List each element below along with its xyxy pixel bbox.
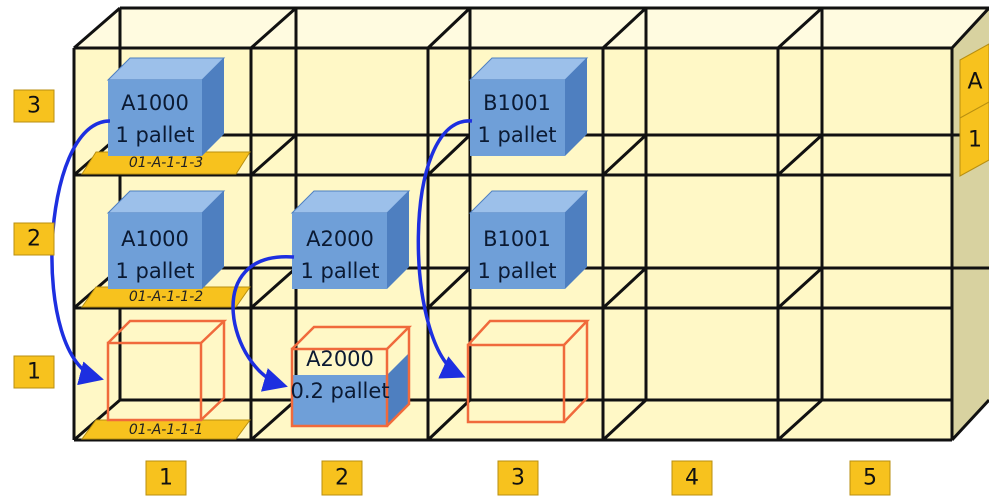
column-label-text: 2 [335, 466, 349, 491]
rack-side-letter: A [967, 70, 982, 95]
location-label-text: 01-A-1-1-2 [129, 289, 203, 305]
location-label-level-2: 01-A-1-1-2 [81, 286, 251, 308]
level-label-1: 1 [13, 355, 55, 389]
box-label-id: B1001 [483, 227, 551, 251]
level-labels: 3 2 1 [13, 89, 55, 389]
empty-slot-col3-level1 [466, 319, 590, 424]
level-label-text: 1 [27, 360, 41, 385]
box-label-id: A2000 [306, 227, 374, 251]
pallet-box-col3-level2: B1001 1 pallet [468, 190, 589, 289]
location-label-text: 01-A-1-1-1 [129, 422, 203, 438]
location-label-level-1: 01-A-1-1-1 [81, 419, 251, 440]
rack-side-label: A 1 [959, 43, 989, 177]
rack-front-frame [72, 46, 954, 442]
pallet-box-col3-level3: B1001 1 pallet [468, 57, 589, 156]
move-arrow-a2000 [231, 255, 295, 392]
box-label-qty: 1 pallet [115, 259, 194, 283]
empty-slot-col1-level1 [106, 319, 228, 422]
level-label-3: 3 [13, 89, 55, 123]
partial-slot-col2-level1: A2000 0.2 pallet [290, 325, 413, 428]
column-label-5: 5 [849, 460, 891, 496]
column-label-4: 4 [671, 460, 713, 496]
column-label-1: 1 [145, 460, 187, 496]
location-label-text: 01-A-1-1-3 [129, 155, 203, 171]
box-label-id: A1000 [121, 91, 189, 115]
column-label-text: 1 [159, 466, 173, 491]
box-label-qty: 1 pallet [477, 123, 556, 147]
box-label-id: A2000 [306, 347, 374, 371]
column-labels: 1 2 3 4 5 [145, 460, 891, 496]
column-label-text: 5 [863, 466, 877, 491]
box-label-qty: 1 pallet [115, 123, 194, 147]
column-label-text: 4 [685, 466, 699, 491]
box-label-qty: 1 pallet [300, 259, 379, 283]
rack-side-number: 1 [968, 128, 982, 153]
level-label-text: 3 [27, 94, 41, 119]
box-label-id: A1000 [121, 227, 189, 251]
pallet-box-col1-level2: A1000 1 pallet [106, 190, 226, 289]
level-label-2: 2 [13, 222, 55, 256]
pallet-box-col1-level3: A1000 1 pallet [106, 57, 226, 156]
pallet-box-col2-level2: A2000 1 pallet [290, 190, 411, 289]
column-label-2: 2 [321, 460, 363, 496]
column-label-text: 3 [511, 466, 525, 491]
move-arrow-b1001 [416, 119, 473, 379]
location-labels: 01-A-1-1-3 01-A-1-1-2 01-A-1-1-1 [81, 151, 251, 440]
location-label-level-3: 01-A-1-1-3 [81, 151, 251, 175]
box-label-id: B1001 [483, 91, 551, 115]
box-label-qty: 0.2 pallet [290, 379, 389, 403]
level-label-text: 2 [27, 227, 41, 252]
box-label-qty: 1 pallet [477, 259, 556, 283]
column-label-3: 3 [497, 460, 539, 496]
rack-top-face [74, 8, 989, 48]
